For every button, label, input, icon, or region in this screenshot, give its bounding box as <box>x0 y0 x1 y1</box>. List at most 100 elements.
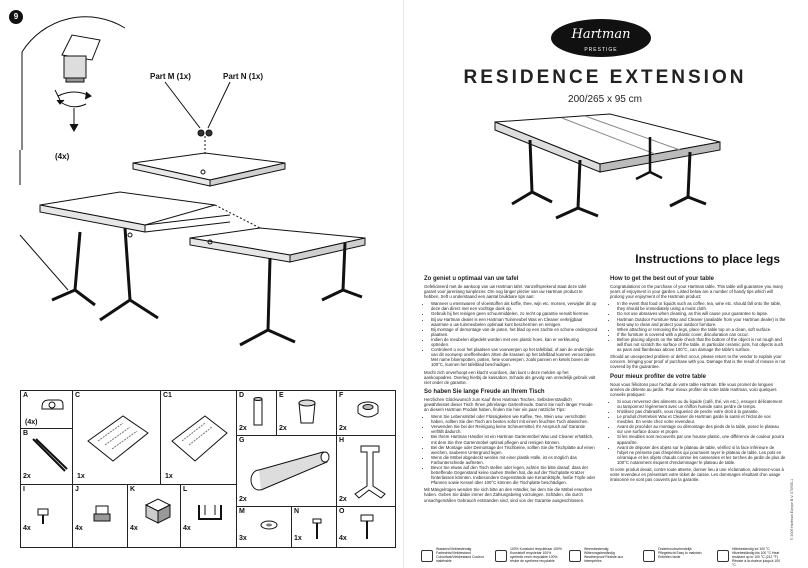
bracket-c-icon <box>87 415 149 462</box>
list-item: Indien de meubelen afgedekt worden met e… <box>431 337 598 347</box>
block-k-icon <box>144 498 172 524</box>
product-title: RESIDENCE EXTENSION <box>463 67 747 88</box>
part-n-label: Part N (1x) <box>223 72 264 81</box>
part-cell-e: E 2x <box>277 391 337 436</box>
brand-subtitle: PRESTIGE <box>584 47 618 53</box>
part-cell-m: M 3x <box>237 507 292 547</box>
page-number: 9 <box>9 10 23 24</box>
fr-heading: Pour mieux profiter de votre table <box>610 373 707 380</box>
nl-outro: Mocht zich onverhoopt een klacht voordoe… <box>424 369 596 385</box>
rail-icon <box>32 438 68 472</box>
list-item: Controleert u voor het plaatsen van voor… <box>431 347 598 367</box>
page-fold <box>403 0 404 568</box>
bracket-c1-icon <box>171 415 228 462</box>
part-cell-c1: C1 1x <box>161 391 237 485</box>
colourfast-icon <box>421 550 433 562</box>
care-icons-row: Wassers/Vlekbestendig Farbechts/Vlekbest… <box>421 547 781 567</box>
care-item-colourfast: Wassers/Vlekbestendig Farbechts/Vlekbest… <box>421 547 491 566</box>
parts-grid: A (4x) B 2x C 1x C1 1x D 2x E 2x <box>20 390 396 548</box>
product-dimensions: 200/265 x 95 cm <box>568 94 642 105</box>
de-intro: Herzlichen Glückwunsch zum Kauf Ihres Ha… <box>424 396 593 412</box>
part-cell-b: B 2x <box>21 429 73 485</box>
leg-quantity-label: (4x) <box>55 152 70 161</box>
care-item-heat-resistant: Hittebestendig tot 100 °C Hitzebeständig… <box>717 547 781 567</box>
nl-heading: Zo geniet u optimaal van uw tafel <box>424 276 519 282</box>
ring-icon <box>357 401 379 418</box>
crossbar-icon <box>250 451 330 491</box>
list-item: Wanneer u etenswaren of vloeistoffen als… <box>431 301 598 311</box>
list-item: Verwenden Sie bei der Reinigung keine Sc… <box>431 424 598 434</box>
assembly-illustration <box>19 16 366 347</box>
foot-j-icon <box>93 505 111 522</box>
nl-tips-list: Wanneer u etenswaren of vloeistoffen als… <box>424 301 598 367</box>
list-item: Do not use abrasives when cleaning, as t… <box>617 311 786 316</box>
copyright-footer: © 2009 Hartman Europe B.V. 070930-1 <box>790 478 794 540</box>
list-item: Bei der Montage oder Demontage der Tisch… <box>431 445 598 455</box>
list-item: Le produit d'entretien Wax et Cleaner de… <box>617 414 786 424</box>
part-m-screw <box>197 129 205 137</box>
fr-tips-list: Si vous renversez des aliments ou du liq… <box>610 399 786 465</box>
list-item: Bij uw Hartman dealer is een Hartman Tui… <box>431 317 598 327</box>
bolt-i-icon <box>37 508 49 524</box>
weather-icon <box>569 550 581 562</box>
care-item-weatherproof: Weersbestendig Witterungsbeständig Weath… <box>569 547 639 566</box>
part-cell-a: A (4x) <box>21 391 73 429</box>
fr-intro: Nous vous félicitons pour l'achat de vot… <box>610 381 777 397</box>
de-outro: Mit Mängelrügen wenden Sie sich bitte an… <box>424 487 593 503</box>
screw-n-icon <box>312 518 322 539</box>
logo-badge-icon <box>551 19 651 57</box>
washer-m-icon <box>260 520 278 530</box>
table-leg-right <box>239 257 296 347</box>
list-item: Wenn Sie Lebensmittel oder Flüssigkeiten… <box>431 414 598 424</box>
bolt-o-icon <box>360 514 374 539</box>
part-cell-j: J 4x <box>73 485 128 547</box>
leg-detail-circle <box>21 16 126 53</box>
part-cell-l: L 4x <box>181 485 237 547</box>
part-cell-c: C 1x <box>73 391 161 485</box>
list-item: If the furniture is covered with a plast… <box>617 332 786 337</box>
part-cell-n: N 1x <box>292 507 337 547</box>
nl-intro: Gefeliciteerd met de aankoop van uw Hart… <box>424 284 587 300</box>
tube-icon <box>253 397 263 426</box>
list-item: Bevor Sie etwas auf den Tisch stellen od… <box>431 465 598 485</box>
part-m-label: Part M (1x) <box>150 72 191 81</box>
heat-icon <box>717 550 729 562</box>
table-leg-left <box>99 227 159 322</box>
list-item: Si vous renversez des aliments ou du liq… <box>617 399 786 409</box>
recycle-icon <box>495 550 507 562</box>
care-item-recyclable: 100% Kunststof recyclebaar 100% Kunststo… <box>495 547 565 566</box>
en-tips-list: In the event that food or liquids such a… <box>610 301 786 352</box>
list-item: Before placing objects on the table chec… <box>617 337 786 352</box>
clip-icon <box>41 399 64 410</box>
de-heading: So haben Sie lange Freude an Ihrem Tisch <box>424 388 545 395</box>
brand-logo: Hartman PRESTIGE <box>546 17 656 59</box>
list-item: Avant de déposer des objets sur le plate… <box>617 445 786 465</box>
brand-name: Hartman <box>571 27 631 42</box>
care-item-easy-maintain: Onderhoudsvriendelijk Pflegeleicht Easy … <box>643 547 713 566</box>
list-item: Gebruik bij het reinigen geen schuurmidd… <box>431 311 598 316</box>
rotate-arrow-icon <box>57 91 91 97</box>
text-column-nl-de: Zo geniet u optimaal van uw tafel Gefeli… <box>424 276 598 505</box>
instructions-heading: Instructions to place legs <box>635 252 780 266</box>
part-cell-h: H 2x <box>337 436 395 507</box>
list-item: Si les meubles sont recouverts par une h… <box>617 434 786 444</box>
list-item: Hartman Outdoor Furniture Wax and Cleane… <box>617 317 786 327</box>
list-item: Bij montage of demontage van de poten, h… <box>431 327 598 337</box>
part-cell-k: K 4x <box>128 485 181 547</box>
list-item: N'utilisez pas d'abrasifs, vous risqueri… <box>617 409 786 414</box>
product-illustration <box>494 113 721 220</box>
fr-outro: Si votre produit devait, contre toute at… <box>610 467 784 483</box>
leg-h-icon <box>354 445 386 499</box>
list-item: When attaching or removing the legs, pla… <box>617 327 786 332</box>
en-outro: Should an unexpected problem or defect o… <box>610 354 786 370</box>
cap-icon <box>298 399 316 424</box>
part-n-screw <box>205 129 213 137</box>
extension-leaf <box>132 152 286 181</box>
en-intro: Congratulations on the purchase of your … <box>610 284 784 300</box>
list-item: Bei Ihrem Hartman Händler ist ein Hartma… <box>431 434 598 444</box>
list-item: In the event that food or liquids such a… <box>617 301 786 311</box>
text-column-en-fr: How to get the best out of your table Co… <box>610 276 786 484</box>
list-item: Wenn die Möbel abgedeckt werden mit eine… <box>431 455 598 465</box>
list-item: Avant de procéder au montage ou démontag… <box>617 424 786 434</box>
